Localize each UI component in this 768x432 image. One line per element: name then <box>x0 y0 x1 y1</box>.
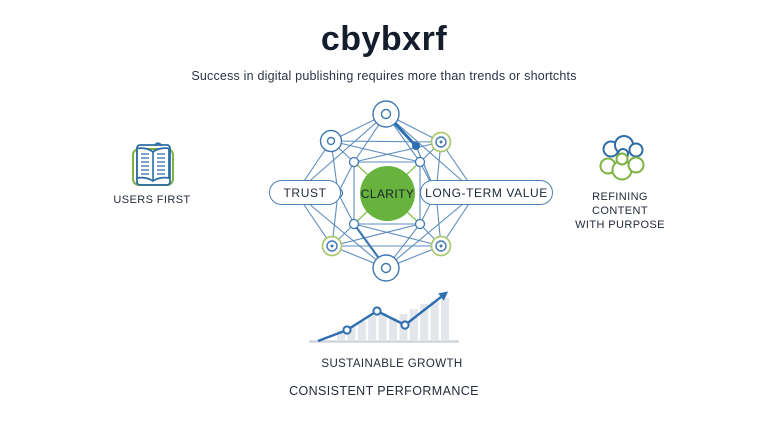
growth-bar <box>389 318 397 341</box>
long-term-value-label: LONG-TERM VALUE <box>425 185 548 200</box>
waypoint-dot <box>412 142 420 150</box>
long-term-value-pill: LONG-TERM VALUE <box>420 180 553 205</box>
open-book-icon <box>132 142 174 186</box>
trend-marker <box>342 325 352 335</box>
refining-line-3: WITH PURPOSE <box>575 219 665 231</box>
clarity-label: CLARITY <box>360 186 415 201</box>
outer-blue-nodes <box>319 100 400 282</box>
clarity-circle: CLARITY <box>360 166 415 221</box>
sustainable-growth-label: SUSTAINABLE GROWTH <box>321 358 463 370</box>
refining-line-2: CONTENT <box>592 205 648 217</box>
growth-bar <box>409 309 418 341</box>
growth-bar <box>420 304 429 341</box>
consistent-performance-label: CONSISTENT PERFORMANCE <box>289 384 479 398</box>
growth-bar <box>337 331 345 341</box>
refining-line-1: REFINING <box>592 191 648 203</box>
trend-arrowhead <box>438 291 449 301</box>
trend-marker <box>372 306 382 316</box>
trend-marker <box>400 320 410 330</box>
growth-bar <box>441 298 449 341</box>
users-first-label: USERS FIRST <box>113 194 191 206</box>
growth-chart <box>308 291 460 343</box>
growth-bar <box>430 301 439 341</box>
refining-content-label: REFINING CONTENT WITH PURPOSE <box>566 190 674 232</box>
growth-bar <box>368 316 377 341</box>
growth-bar <box>347 326 356 341</box>
outer-green-nodes <box>321 131 452 257</box>
growth-bar <box>378 313 387 341</box>
growth-trend-line <box>317 291 449 343</box>
page-subtitle: Success in digital publishing requires m… <box>191 69 577 83</box>
page-title: cbybxrf <box>320 20 448 58</box>
trust-pill: TRUST <box>269 180 341 205</box>
growth-bar <box>357 321 366 341</box>
trust-label: TRUST <box>283 185 327 200</box>
circle-cluster-icon <box>599 135 645 181</box>
